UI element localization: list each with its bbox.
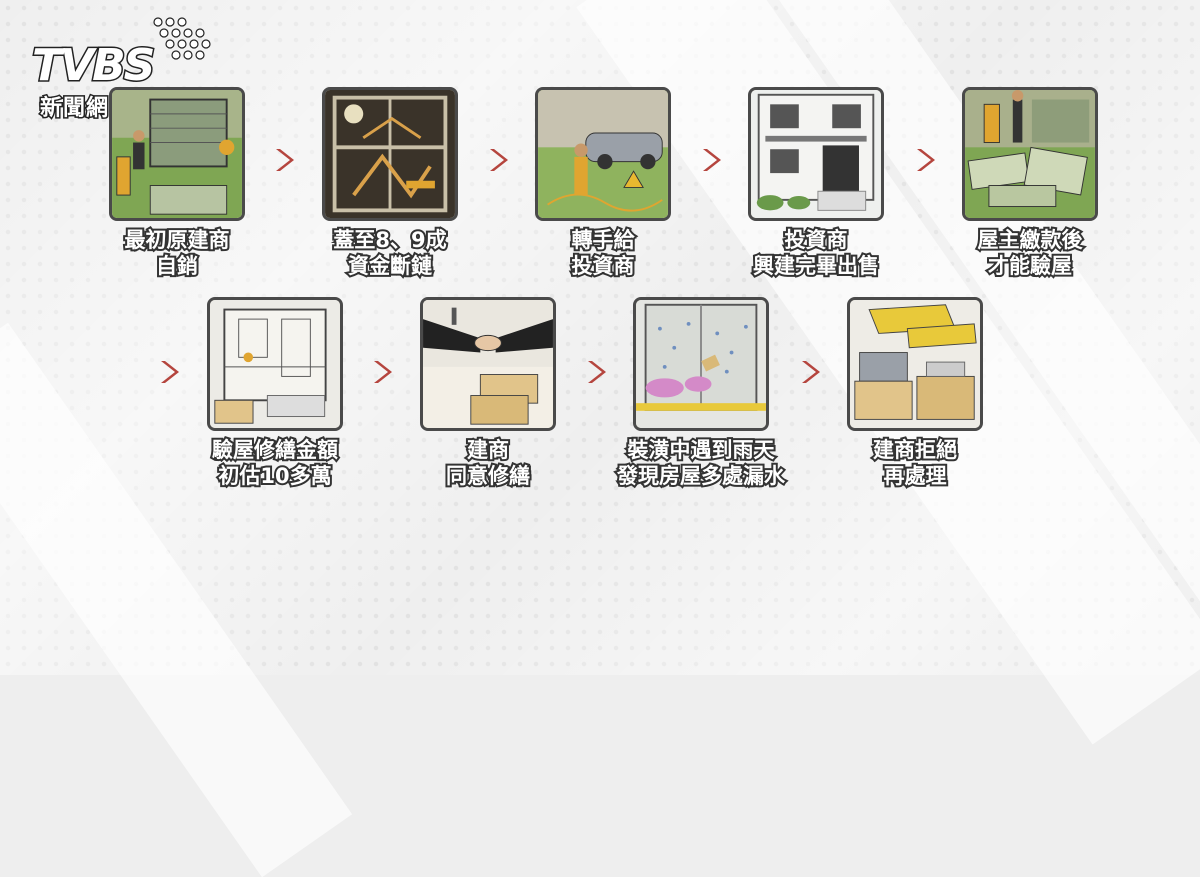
step-illustration bbox=[633, 297, 769, 431]
step-label: 轉手給投資商 bbox=[570, 226, 637, 280]
step-label: 建商拒絕再處理 bbox=[871, 436, 959, 490]
handshake-boxes-illustration bbox=[423, 300, 553, 428]
house-inspection-illustration bbox=[210, 300, 340, 428]
chevron-right-icon bbox=[155, 358, 183, 386]
finished-house-illustration bbox=[751, 90, 881, 218]
step-1: 最初原建商自銷 bbox=[87, 87, 267, 280]
step-label: 投資商興建完畢出售 bbox=[751, 226, 881, 280]
step-2: 蓋至8、9成資金斷鏈 bbox=[300, 87, 480, 280]
step-label: 裝潢中遇到雨天發現房屋多處漏水 bbox=[615, 436, 787, 490]
step-illustration bbox=[962, 87, 1098, 221]
unfinished-building-illustration bbox=[325, 90, 455, 218]
step-illustration bbox=[535, 87, 671, 221]
step-label: 蓋至8、9成資金斷鏈 bbox=[331, 226, 448, 280]
step-7: 建商同意修繕 bbox=[398, 297, 578, 490]
chevron-right-icon bbox=[697, 146, 725, 174]
step-illustration bbox=[109, 87, 245, 221]
step-label: 最初原建商自銷 bbox=[123, 226, 232, 280]
chevron-right-icon bbox=[582, 358, 610, 386]
chevron-right-icon bbox=[484, 146, 512, 174]
step-label: 建商同意修繕 bbox=[444, 436, 532, 490]
step-5: 屋主繳款後才能驗屋 bbox=[940, 87, 1120, 280]
step-8: 裝潢中遇到雨天發現房屋多處漏水 bbox=[611, 297, 791, 490]
step-6: 驗屋修繕金額初估10多萬 bbox=[185, 297, 365, 490]
tvbs-logo: TVBS 新聞網 bbox=[28, 14, 213, 123]
chevron-right-icon bbox=[368, 358, 396, 386]
logo-brand: TVBS bbox=[30, 39, 156, 93]
chevron-right-icon bbox=[911, 146, 939, 174]
step-label: 屋主繳款後才能驗屋 bbox=[976, 226, 1085, 280]
chevron-right-icon bbox=[796, 358, 824, 386]
worker-site-illustration bbox=[538, 90, 668, 218]
step-9: 建商拒絕再處理 bbox=[825, 297, 1005, 490]
builder-money-illustration bbox=[112, 90, 242, 218]
money-payment-illustration bbox=[965, 90, 1095, 218]
step-illustration bbox=[847, 297, 983, 431]
logo-dots-icon bbox=[153, 17, 211, 60]
rain-leak-illustration bbox=[636, 300, 766, 428]
step-3: 轉手給投資商 bbox=[513, 87, 693, 280]
step-illustration bbox=[207, 297, 343, 431]
chevron-right-icon bbox=[270, 146, 298, 174]
step-illustration bbox=[420, 297, 556, 431]
step-label: 驗屋修繕金額初估10多萬 bbox=[210, 436, 340, 490]
step-4: 投資商興建完畢出售 bbox=[726, 87, 906, 280]
logo-subtitle: 新聞網 bbox=[38, 95, 110, 123]
step-illustration bbox=[748, 87, 884, 221]
refusal-boxes-illustration bbox=[850, 300, 980, 428]
step-illustration bbox=[322, 87, 458, 221]
